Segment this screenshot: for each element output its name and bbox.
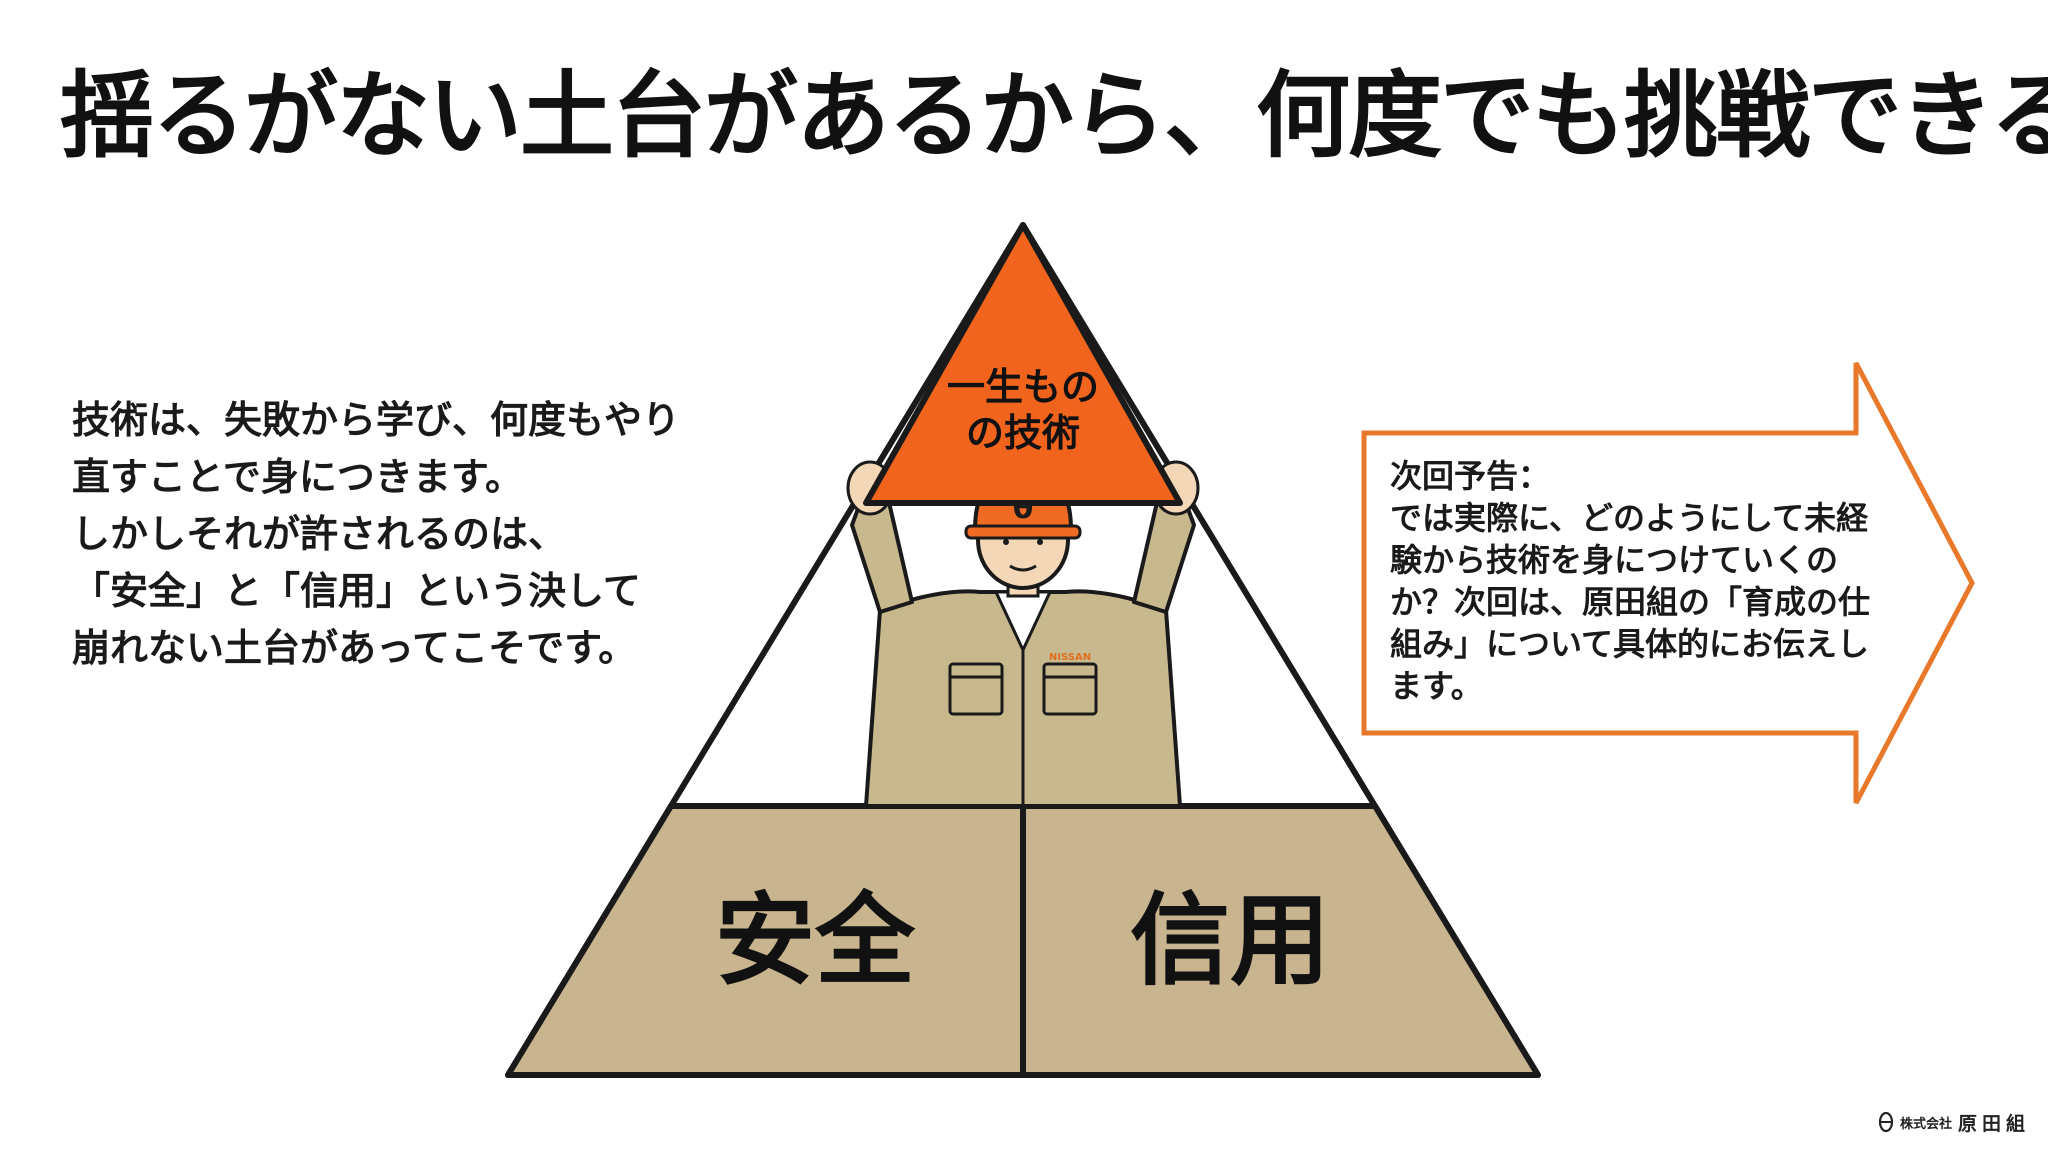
- intro-text-line: 技術は、失敗から学び、何度もやり: [72, 398, 681, 442]
- next-episode-body: では実際に、どのようにして未経験から技術を身につけていくのか？次回は、原田組の「…: [1390, 499, 1871, 705]
- slide-title: 揺るがない土台があるから、何度でも挑戦できる: [60, 62, 2048, 171]
- company-type: 株式会社: [1899, 1116, 1952, 1132]
- pyramid-top-label-line1: 一生もの: [947, 365, 1099, 409]
- base-right-label: 信用: [1130, 882, 1330, 999]
- arrow-outline: [1361, 361, 1975, 805]
- next-episode-text: 次回予告： では実際に、どのようにして未経験から技術を身につけていくのか？次回は…: [1390, 455, 1890, 707]
- intro-text-line: しかしそれが許されるのは、: [72, 512, 567, 556]
- intro-text-line: 崩れない土台があってこそです。: [72, 626, 637, 670]
- intro-text-line: 直すことで身につきます。: [72, 455, 524, 499]
- jacket-patch: NISSAN: [1049, 652, 1091, 663]
- company-logo: 株式会社 原田組: [1878, 1107, 2030, 1137]
- next-episode-arrow: [1361, 361, 1975, 805]
- pyramid-top: [863, 222, 1183, 506]
- pyramid-base-right: [1020, 803, 1541, 1078]
- theta-logo-icon: [1878, 1111, 1894, 1133]
- next-episode-heading: 次回予告：: [1390, 457, 1551, 495]
- base-left-label: 安全: [715, 882, 916, 999]
- intro-text-line: 「安全」と「信用」という決して: [72, 569, 641, 613]
- intro-text: 技術は、失敗から学び、何度もやり 直すことで身につきます。 しかしそれが許される…: [72, 392, 692, 677]
- company-name: 原田組: [1957, 1112, 2030, 1135]
- pyramid-top-label-line2: の技術: [966, 411, 1080, 455]
